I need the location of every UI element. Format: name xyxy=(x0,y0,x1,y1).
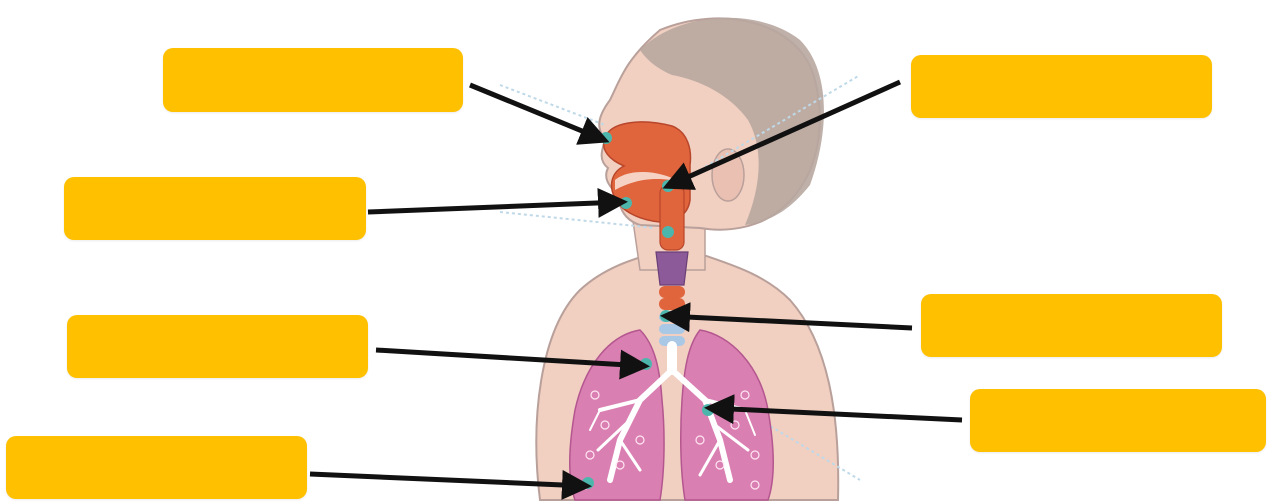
trachea-ring xyxy=(659,286,685,298)
trachea-ring xyxy=(659,324,685,334)
label-box-pharynx[interactable] xyxy=(911,55,1212,118)
arrow-mouth xyxy=(368,202,622,212)
pharynx-tube xyxy=(660,185,684,250)
label-box-nasal[interactable] xyxy=(163,48,463,112)
label-box-mouth[interactable] xyxy=(64,177,366,240)
arrow-nasal xyxy=(470,85,604,140)
label-box-bronchiole[interactable] xyxy=(970,389,1266,452)
larynx-marker-dot xyxy=(662,226,674,238)
label-box-alveoli[interactable] xyxy=(6,436,307,499)
label-box-trachea[interactable] xyxy=(921,294,1222,357)
label-box-bronchus[interactable] xyxy=(67,315,368,378)
trachea-ring xyxy=(659,298,685,310)
larynx-shape xyxy=(656,252,688,285)
